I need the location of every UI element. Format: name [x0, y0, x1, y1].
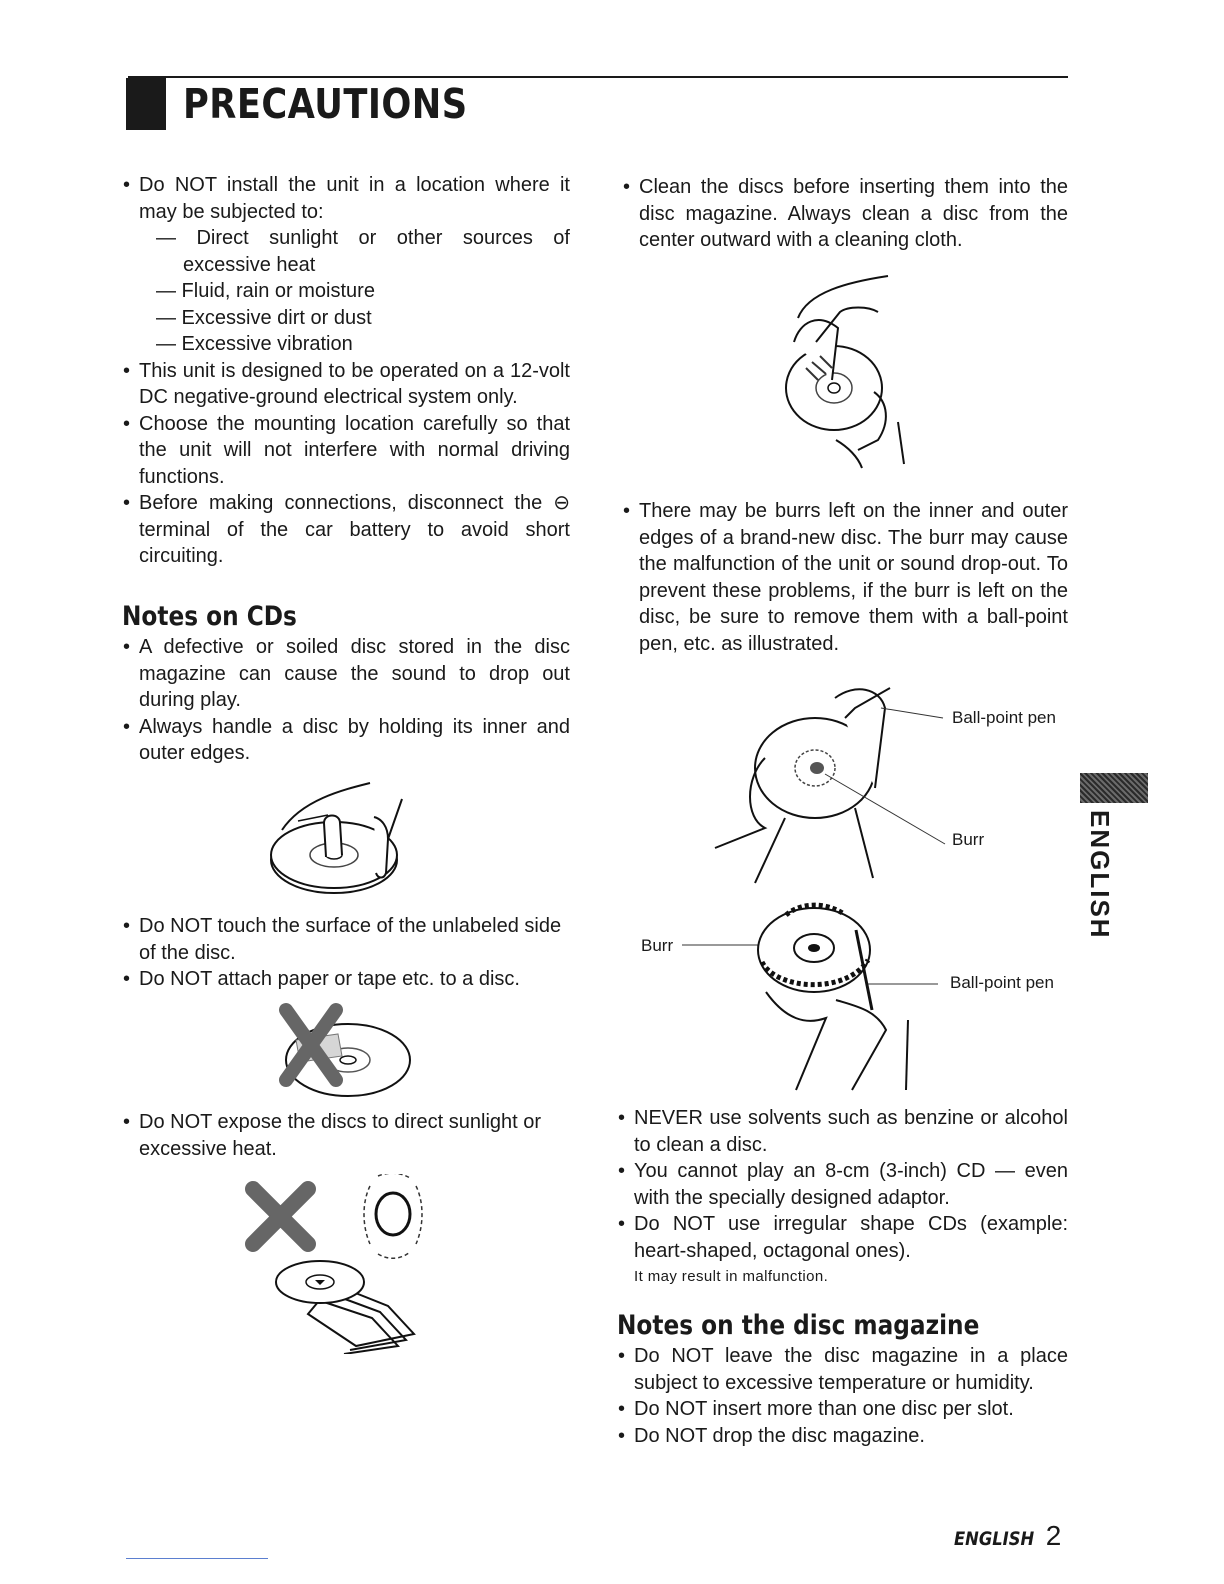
page-number: 2 [1045, 1520, 1062, 1551]
other-bullets: NEVER use solvents such as benzine or al… [617, 1105, 1068, 1264]
title-marker [126, 78, 166, 130]
notes-cds-heading: Notes on CDs [122, 600, 297, 632]
language-tab-marker [1080, 773, 1148, 803]
burr-removal-inner-illustration [714, 687, 946, 884]
header-rule [128, 76, 1068, 78]
prohibited-x-icon [279, 1003, 343, 1087]
list-item: There may be burrs left on the inner and… [622, 498, 1068, 657]
list-item: Do NOT install the unit in a location wh… [122, 172, 570, 358]
cd-bullets-2: Do NOT touch the surface of the unlabele… [122, 913, 570, 993]
list-item: You cannot play an 8-cm (3-inch) CD — ev… [617, 1158, 1068, 1211]
label-ballpoint-pen-top: Ball-point pen [952, 708, 1056, 727]
left-column: Do NOT install the unit in a location wh… [122, 172, 570, 767]
list-item: — Excessive dirt or dust [156, 306, 372, 329]
right-column-lower: NEVER use solvents such as benzine or al… [617, 1105, 1068, 1449]
install-intro: Do NOT install the unit in a location wh… [139, 174, 570, 223]
list-item: A defective or soiled disc stored in the… [122, 634, 570, 714]
page-footer: ENGLISH 2 [954, 1520, 1061, 1552]
list-item: Do NOT leave the disc magazine in a plac… [617, 1343, 1068, 1396]
list-item: Before making connections, disconnect th… [122, 490, 570, 570]
label-burr-bottom: Burr [641, 936, 674, 955]
list-item: Do NOT insert more than one disc per slo… [617, 1396, 1068, 1423]
disc-cleaning-illustration [785, 275, 905, 469]
list-item: Choose the mounting location carefully s… [122, 411, 570, 491]
list-item: This unit is designed to be operated on … [122, 358, 570, 411]
language-side-label: ENGLISH [1085, 810, 1115, 940]
list-item: Clean the discs before inserting them in… [622, 174, 1068, 254]
malfunction-note: It may result in malfunction. [634, 1268, 829, 1285]
list-item: NEVER use solvents such as benzine or al… [617, 1105, 1068, 1158]
install-bullets: Do NOT install the unit in a location wh… [122, 172, 570, 570]
list-item: Do NOT touch the surface of the unlabele… [122, 913, 570, 966]
prohibited-x-icon [245, 1181, 316, 1252]
list-item: Do NOT attach paper or tape etc. to a di… [122, 966, 570, 993]
list-item: — Excessive vibration [156, 333, 353, 355]
list-item: Do NOT use irregular shape CDs (example:… [617, 1211, 1068, 1264]
no-paper-tape-illustration [279, 1003, 411, 1097]
label-burr-top: Burr [952, 830, 985, 849]
magazine-bullets: Do NOT leave the disc magazine in a plac… [617, 1343, 1068, 1449]
list-item: Always handle a disc by holding its inne… [122, 714, 570, 767]
burr-removal-outer-illustration [682, 902, 938, 1091]
footer-language: ENGLISH [954, 1528, 1035, 1550]
install-conditions: — Direct sunlight or other sources of ex… [139, 225, 570, 358]
sunlight-heat-illustration [245, 1174, 423, 1354]
disc-handling-illustration [270, 782, 403, 894]
burr-bullets: There may be burrs left on the inner and… [622, 498, 1068, 657]
cd-bullets-1: A defective or soiled disc stored in the… [122, 634, 570, 767]
language-side-tab: ENGLISH [1077, 810, 1117, 940]
list-item: Do NOT expose the discs to direct sunlig… [122, 1109, 570, 1162]
bottom-rule [126, 1558, 268, 1559]
magazine-heading: Notes on the disc magazine [617, 1309, 980, 1341]
list-item: — Direct sunlight or other sources of ex… [156, 227, 570, 276]
list-item: — Fluid, rain or moisture [156, 280, 375, 302]
label-ballpoint-pen-bottom: Ball-point pen [950, 973, 1054, 992]
list-item: Do NOT drop the disc magazine. [617, 1423, 1068, 1450]
page-title: PRECAUTIONS [183, 80, 468, 128]
cd-bullets-3: Do NOT expose the discs to direct sunlig… [122, 1109, 570, 1162]
clean-bullets: Clean the discs before inserting them in… [622, 174, 1068, 254]
sun-icon [363, 1174, 423, 1259]
